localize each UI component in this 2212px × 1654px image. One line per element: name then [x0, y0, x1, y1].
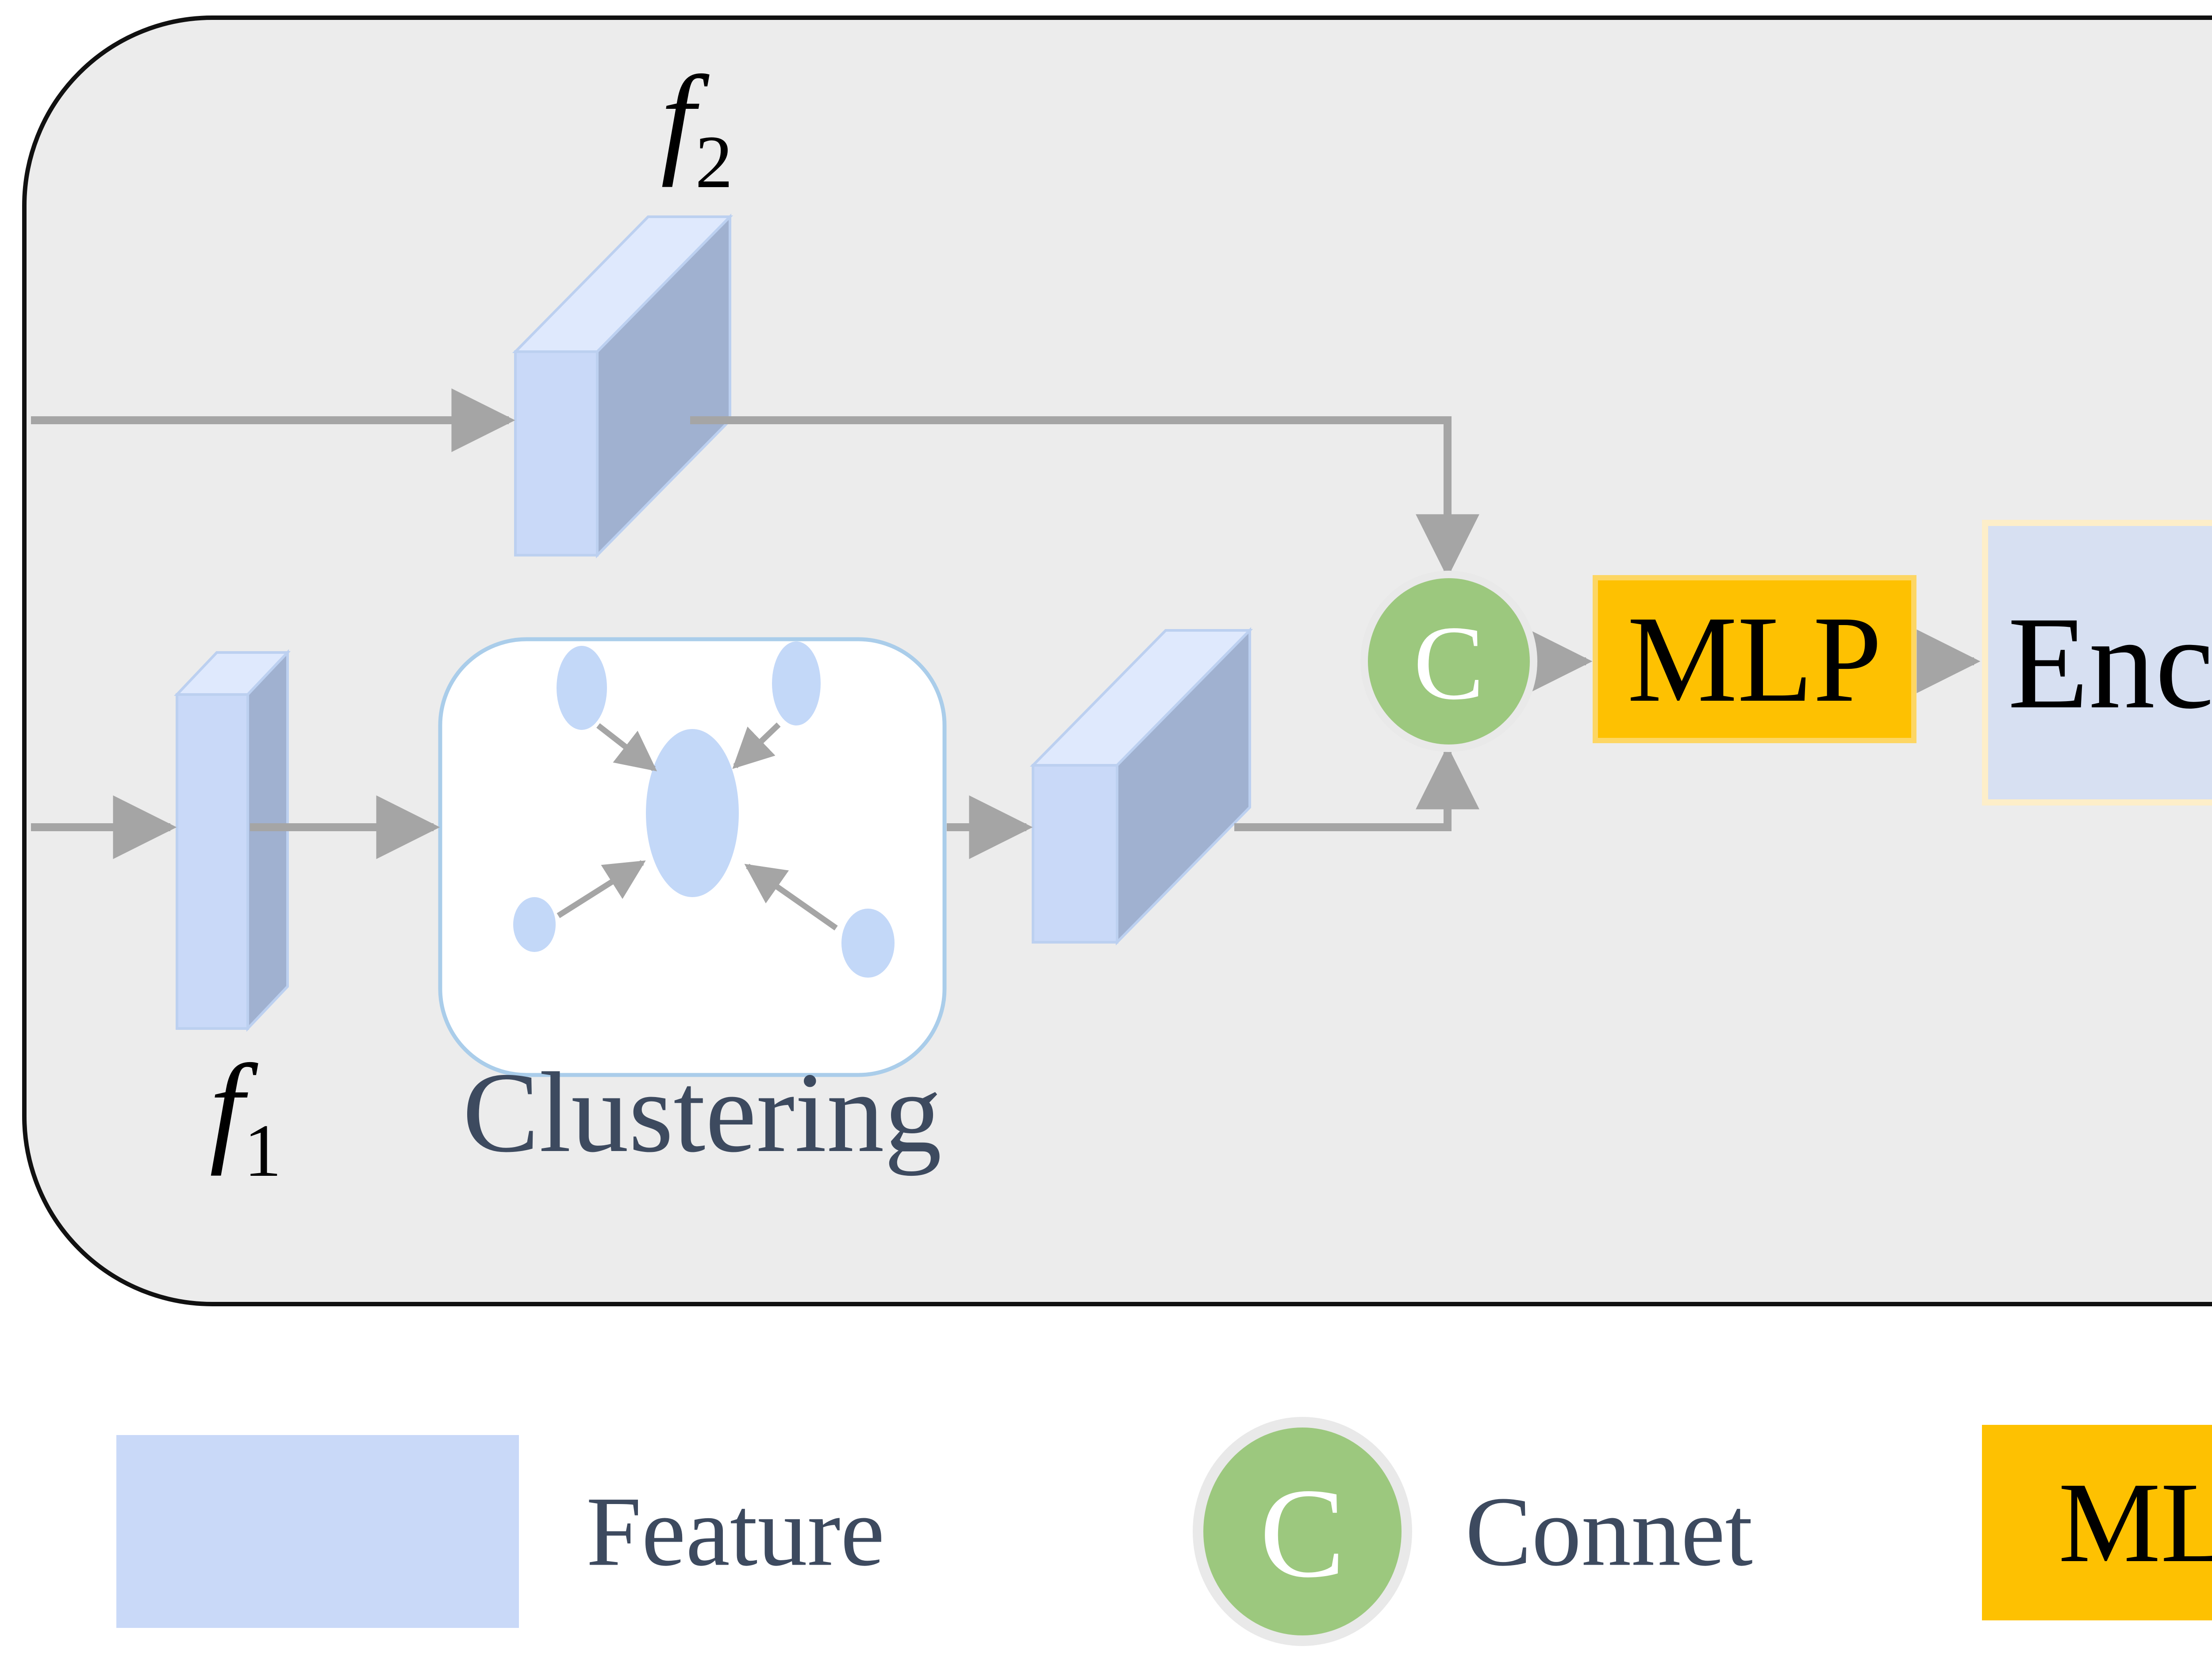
mlp-node: MLP — [1593, 575, 1916, 743]
cube-side-face — [246, 649, 289, 1032]
f2-label: f2 — [661, 57, 733, 200]
concat-node-label: C — [1413, 604, 1485, 721]
cluster-node-bottom-left — [513, 897, 556, 952]
legend-mlp-swatch: MLP — [1982, 1425, 2212, 1620]
feature-cube-f2 — [512, 213, 733, 559]
concat-node — [1360, 571, 1537, 752]
cube-front-face — [514, 350, 599, 556]
legend-connect-symbol: C — [1260, 1462, 1345, 1604]
legend-connect-circle — [1203, 1428, 1402, 1635]
cube-front-face — [1032, 764, 1118, 944]
cluster-node-bottom-right — [841, 909, 895, 978]
f2-letter: f — [661, 50, 695, 188]
cluster-arrow-tl — [596, 723, 657, 771]
feature-cube-f1 — [174, 649, 291, 1032]
f1-label: f1 — [210, 1046, 282, 1189]
clustering-module — [438, 637, 947, 1077]
flow-arrows — [31, 388, 1981, 859]
f2-subscript: 2 — [695, 120, 733, 203]
arrow-f2-to-concat — [690, 416, 1479, 578]
legend-mlp-symbol: MLP — [2058, 1459, 2212, 1586]
clustering-label: Clustering — [462, 1049, 942, 1176]
cluster-arrows — [557, 722, 838, 931]
cluster-node-top-left — [557, 646, 607, 730]
encoding-node-label: Encoding — [2008, 589, 2212, 736]
feature-cube-clustered — [1029, 627, 1253, 946]
cluster-arrow-bl — [557, 860, 646, 918]
cluster-node-top-right — [772, 641, 821, 725]
legend-feature-swatch — [116, 1435, 519, 1628]
mlp-node-label: MLP — [1627, 590, 1882, 728]
cluster-center-node — [646, 729, 739, 897]
legend-connect-label: Connet — [1465, 1476, 1753, 1587]
cluster-arrow-tr — [732, 722, 781, 769]
f1-subscript: 1 — [244, 1109, 282, 1192]
legend-feature-label: Feature — [586, 1476, 885, 1587]
legend-connect-node — [1193, 1417, 1412, 1646]
cluster-arrow-br — [744, 863, 838, 931]
arrow-feature-to-concat — [1234, 745, 1479, 831]
concat-node-circle — [1368, 578, 1530, 744]
encoding-node: Encoding — [1982, 520, 2212, 806]
cube-front-face — [176, 693, 249, 1030]
f1-letter: f — [209, 1039, 244, 1176]
